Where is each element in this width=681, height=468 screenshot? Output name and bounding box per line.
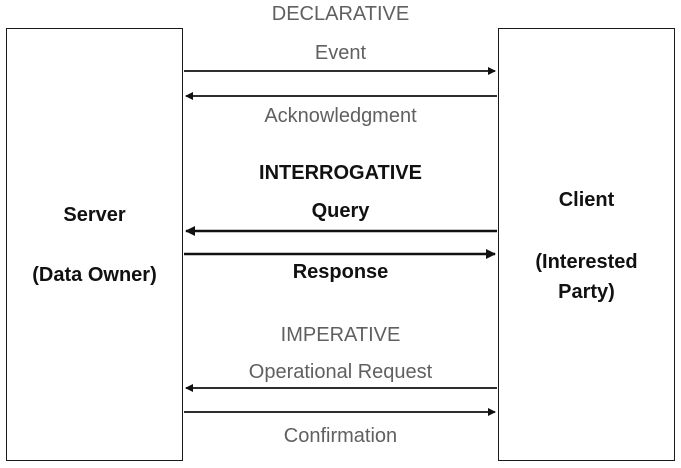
client-name: Client [558,189,615,211]
response-label: Response [292,261,389,283]
client-role: (Interested Party) [535,251,638,303]
operational-request-label: Operational Request [248,361,433,383]
declarative-heading: DECLARATIVE [271,3,410,25]
server-box: Server (Data Owner) [6,28,183,461]
server-name: Server [63,204,126,226]
event-label: Event [314,42,367,64]
acknowledgment-label: Acknowledgment [264,105,417,127]
server-role: (Data Owner) [32,264,157,286]
client-box: Client (Interested Party) [498,28,675,461]
imperative-heading: IMPERATIVE [280,324,401,346]
query-label: Query [311,200,370,222]
interrogative-heading: INTERROGATIVE [259,162,422,184]
confirmation-label: Confirmation [283,425,398,447]
